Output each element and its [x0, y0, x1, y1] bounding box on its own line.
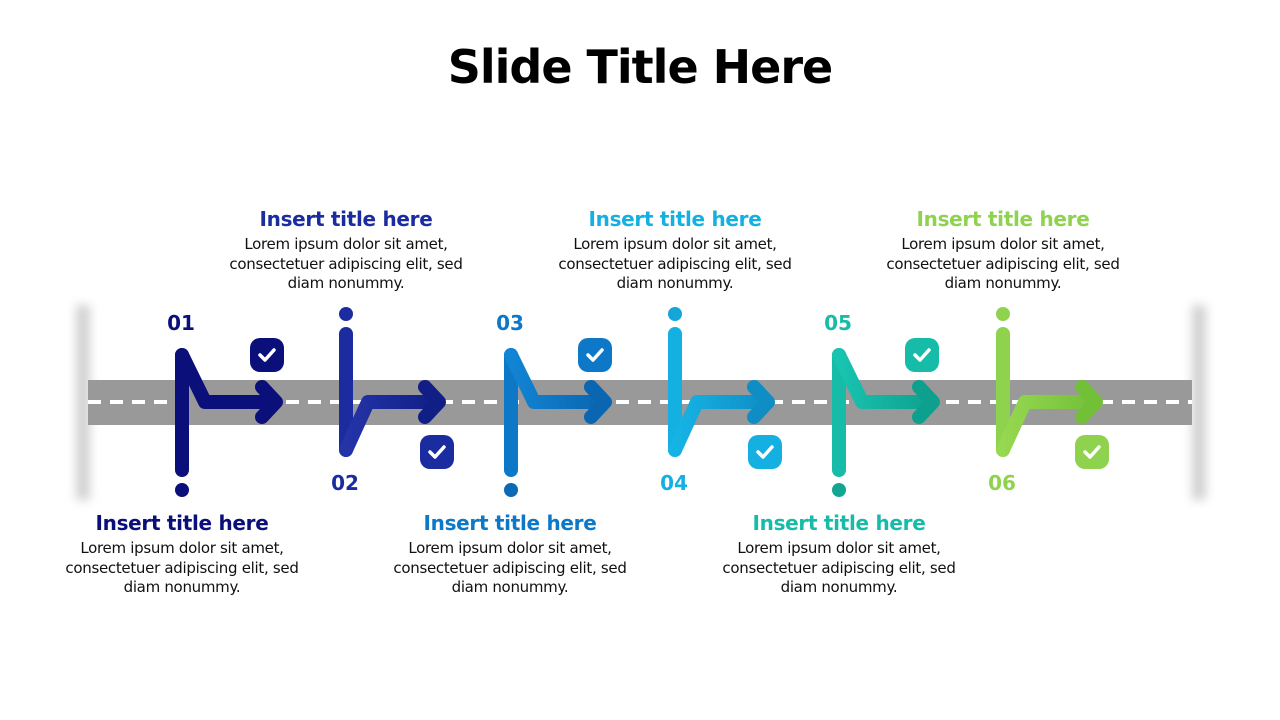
step-3-check-badge — [578, 338, 612, 372]
step-3-body: Lorem ipsum dolor sit amet, consectetuer… — [393, 539, 627, 596]
step-4-text: Insert title here Lorem ipsum dolor sit … — [555, 207, 795, 294]
check-icon — [258, 348, 276, 362]
step-3-arrow — [504, 348, 612, 497]
step-1-text: Insert title here Lorem ipsum dolor sit … — [62, 511, 302, 598]
step-6-check-badge — [1075, 435, 1109, 469]
step-2-arrow — [339, 307, 446, 457]
check-icon — [428, 445, 446, 459]
step-4-arrow — [668, 307, 775, 457]
check-icon — [756, 445, 774, 459]
step-3-number: 03 — [496, 311, 524, 335]
step-2-check-badge — [420, 435, 454, 469]
road-right-shadow — [1192, 305, 1206, 500]
step-5-arrow — [832, 348, 940, 497]
step-6-text: Insert title here Lorem ipsum dolor sit … — [883, 207, 1123, 294]
road-center-dashes — [88, 400, 1192, 404]
step-5-text: Insert title here Lorem ipsum dolor sit … — [719, 511, 959, 598]
check-icon — [913, 348, 931, 362]
step-1-check-badge — [250, 338, 284, 372]
step-5-body: Lorem ipsum dolor sit amet, consectetuer… — [722, 539, 956, 596]
step-5-number: 05 — [824, 311, 852, 335]
step-4-number: 04 — [660, 471, 688, 495]
step-3-text: Insert title here Lorem ipsum dolor sit … — [390, 511, 630, 598]
step-2-number: 02 — [331, 471, 359, 495]
step-2-text: Insert title here Lorem ipsum dolor sit … — [226, 207, 466, 294]
step-6-title: Insert title here — [916, 207, 1090, 231]
step-4-title: Insert title here — [588, 207, 762, 231]
step-6-arrow — [996, 307, 1103, 457]
step-5-check-badge — [905, 338, 939, 372]
step-4-body: Lorem ipsum dolor sit amet, consectetuer… — [558, 235, 792, 292]
step-1-arrow — [175, 348, 283, 497]
slide-title: Slide Title Here — [447, 40, 834, 94]
check-icon — [586, 348, 604, 362]
step-3-title: Insert title here — [423, 511, 597, 535]
step-6-body: Lorem ipsum dolor sit amet, consectetuer… — [886, 235, 1120, 292]
step-6-number: 06 — [988, 471, 1016, 495]
road-left-shadow — [76, 305, 90, 500]
step-1-body: Lorem ipsum dolor sit amet, consectetuer… — [65, 539, 299, 596]
check-icon — [1083, 445, 1101, 459]
step-1-number: 01 — [167, 311, 195, 335]
step-2-body: Lorem ipsum dolor sit amet, consectetuer… — [229, 235, 463, 292]
step-1-title: Insert title here — [95, 511, 269, 535]
step-2-title: Insert title here — [259, 207, 433, 231]
step-4-check-badge — [748, 435, 782, 469]
step-5-title: Insert title here — [752, 511, 926, 535]
